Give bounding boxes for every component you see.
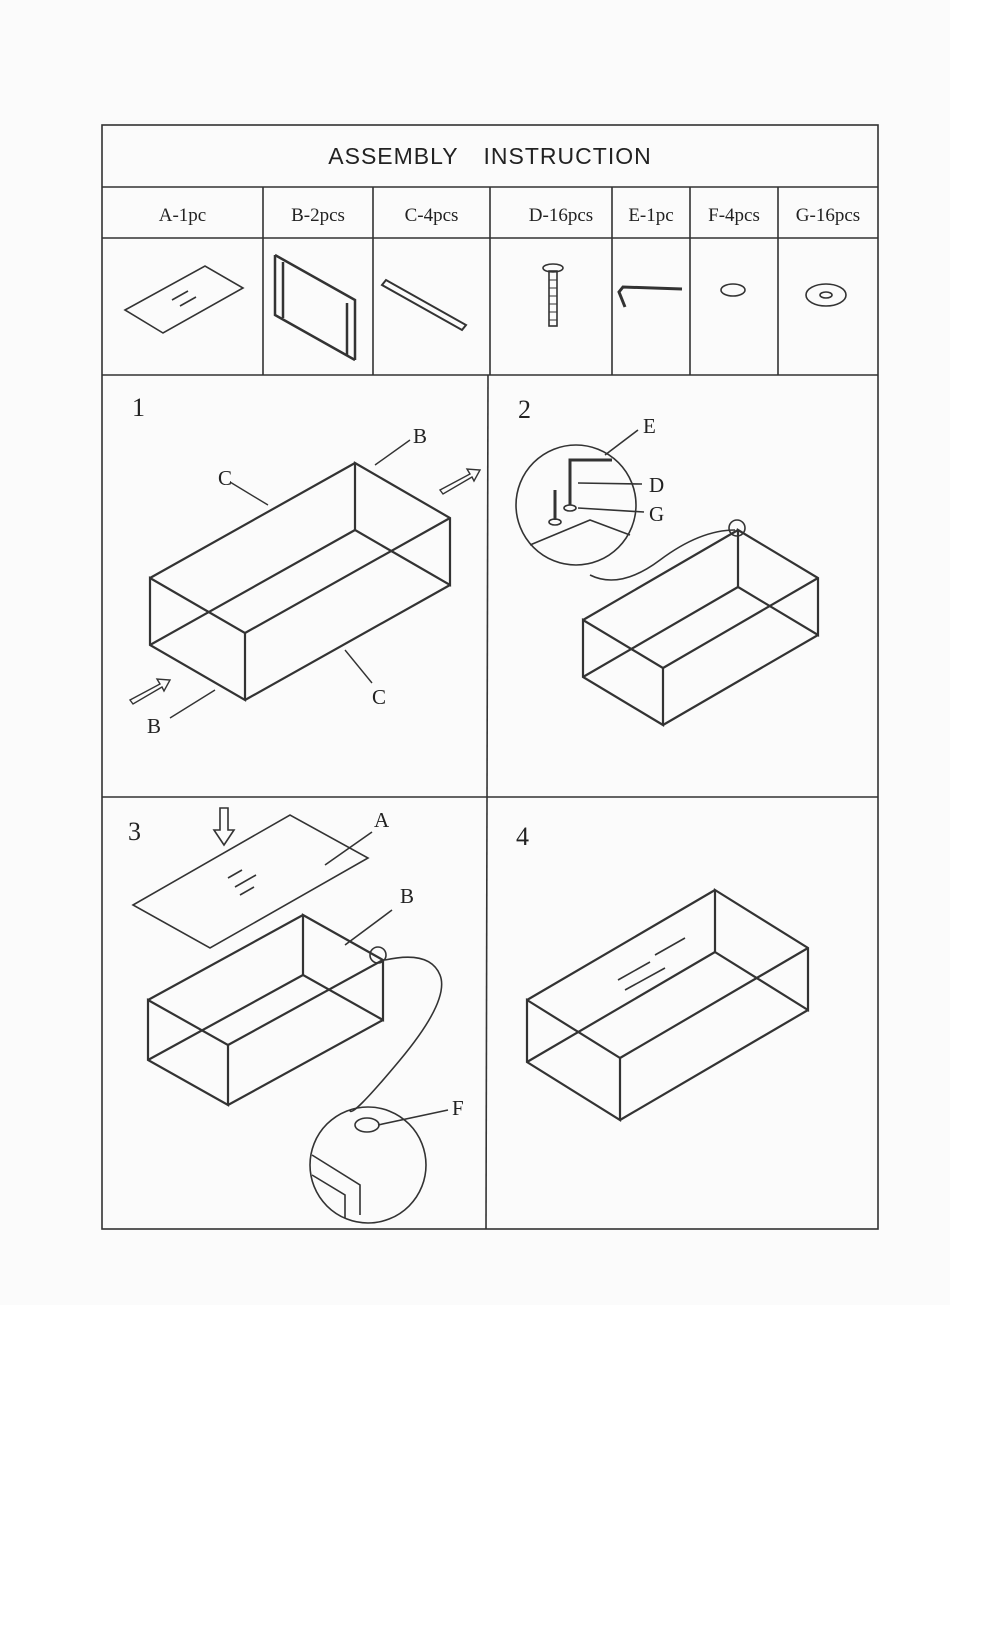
- step3-label-b: B: [400, 884, 415, 908]
- part-label-d: D-16pcs: [528, 205, 594, 226]
- part-label-f: F-4pcs: [708, 205, 760, 226]
- step3-label-a: A: [374, 808, 390, 832]
- step3-detail-inset: [309, 946, 449, 1224]
- step2-label-g: G: [649, 502, 665, 526]
- part-label-e: E-1pc: [628, 205, 674, 226]
- step-number-1: 1: [132, 393, 145, 422]
- table-grid: [101, 124, 879, 1230]
- glass-top-icon: [123, 265, 245, 334]
- part-label-g: G-16pcs: [795, 205, 861, 226]
- step1-arrows: [128, 439, 482, 719]
- scanned-page: [0, 0, 950, 1305]
- part-label-c: C-4pcs: [404, 205, 459, 226]
- step1-label-b2: B: [147, 714, 162, 738]
- allen-key-icon: [617, 285, 683, 308]
- step1-label-b: B: [413, 424, 428, 448]
- step1-frame: [148, 461, 452, 702]
- step-number-2: 2: [518, 395, 531, 424]
- step4-table: [525, 888, 810, 1122]
- pad-icon: [720, 283, 746, 297]
- step2-frame: [581, 528, 820, 727]
- step-number-4: 4: [516, 822, 529, 851]
- step1-label-c: C: [218, 466, 233, 490]
- end-frame-icon: [273, 253, 357, 362]
- step3-frame: [146, 913, 385, 1107]
- step3-glass: [131, 807, 393, 949]
- step-number-3: 3: [128, 817, 141, 846]
- step2-detail-inset: [515, 429, 746, 581]
- washer-icon: [805, 283, 847, 307]
- step4-glass-lines: [617, 937, 686, 991]
- crossbar-icon: [380, 278, 468, 332]
- page-title: ASSEMBLY INSTRUCTION: [328, 143, 652, 169]
- step3-label-f: F: [452, 1096, 464, 1120]
- step2-label-d: D: [649, 473, 665, 497]
- part-label-b: B-2pcs: [291, 205, 345, 226]
- bolt-icon: [542, 263, 564, 327]
- step1-label-c2: C: [372, 685, 387, 709]
- part-label-a: A-1pc: [158, 205, 207, 226]
- step2-label-e: E: [643, 414, 656, 438]
